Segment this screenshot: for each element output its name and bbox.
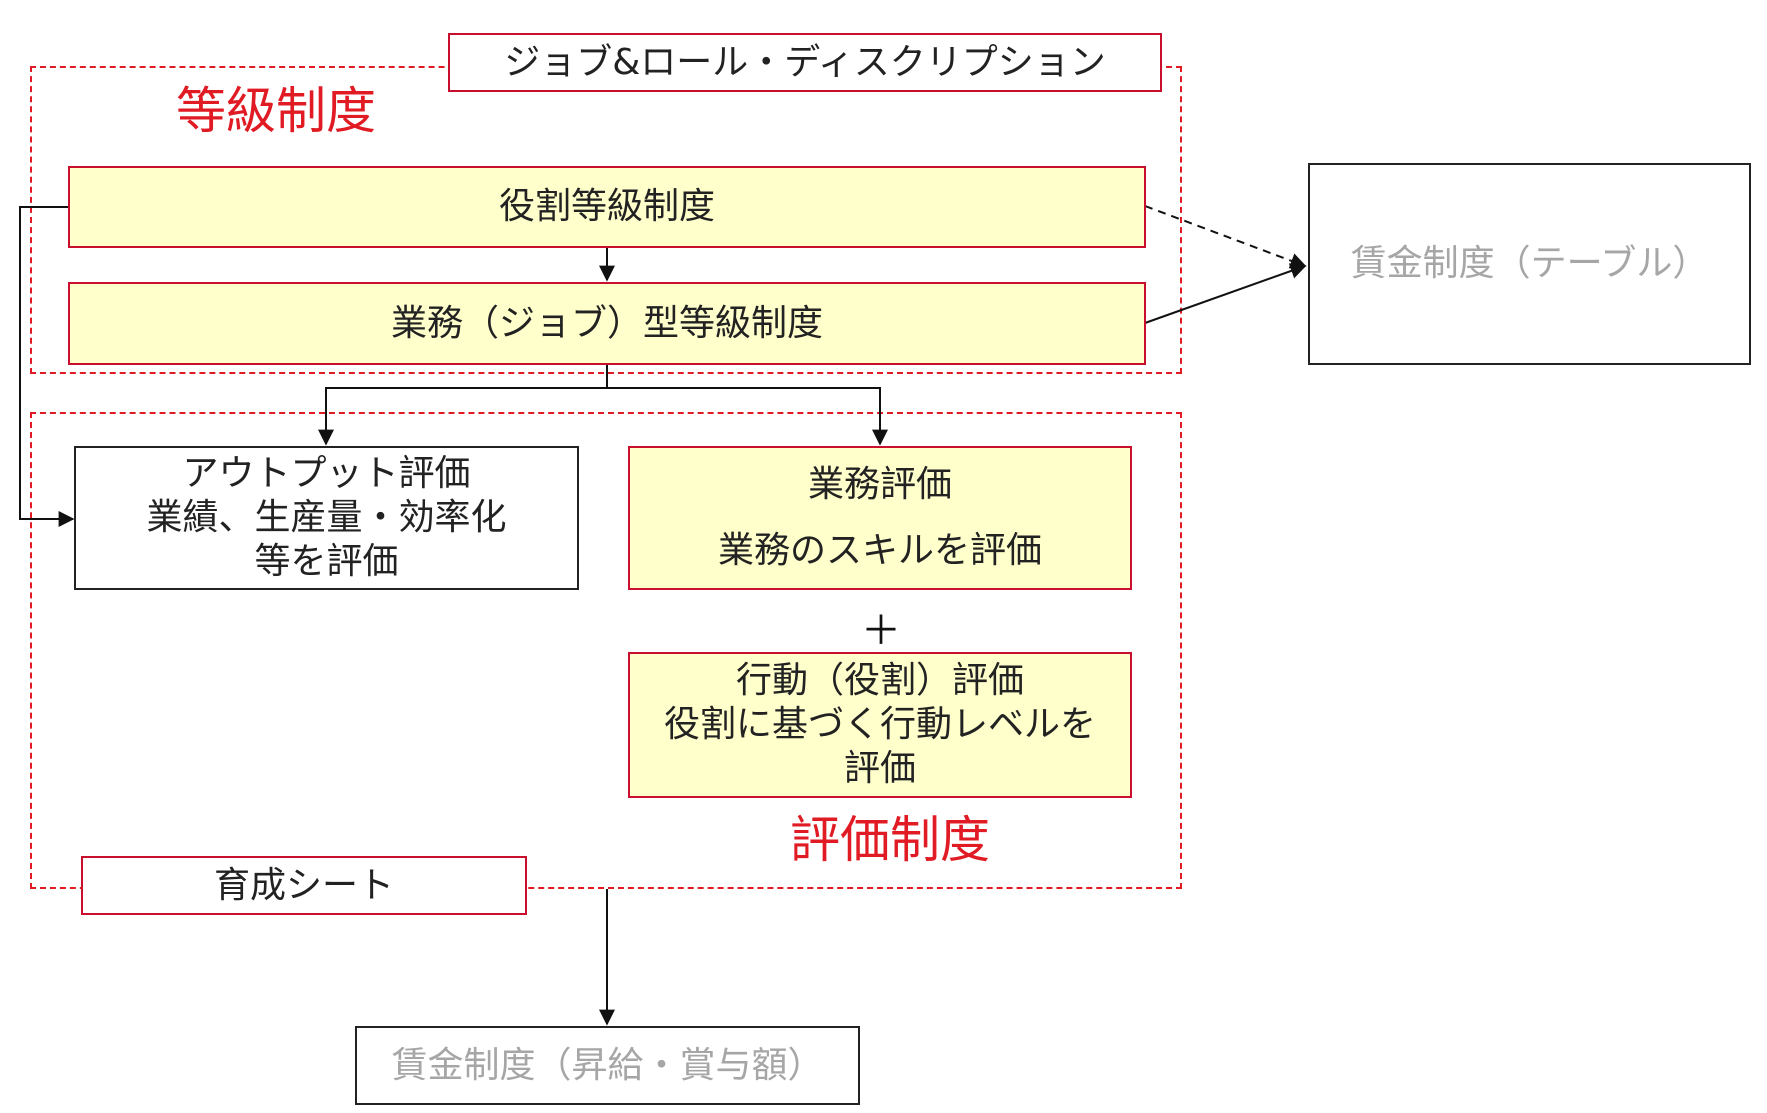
job-grade-system-label: 業務（ジョブ）型等級制度 bbox=[390, 302, 823, 344]
role-grade-system-label: 役割等級制度 bbox=[498, 186, 715, 228]
evaluation-system-title: 評価制度 bbox=[790, 811, 990, 869]
job-grade-system-box: 業務（ジョブ）型等級制度 bbox=[68, 282, 1146, 365]
job-evaluation-box: 業務評価 業務のスキルを評価 bbox=[628, 446, 1132, 590]
behavior-evaluation-line3: 評価 bbox=[843, 747, 916, 789]
behavior-evaluation-box: 行動（役割）評価 役割に基づく行動レベルを 評価 bbox=[628, 652, 1132, 798]
development-sheet-label: 育成シート bbox=[213, 864, 394, 906]
development-sheet-box: 育成シート bbox=[81, 856, 527, 915]
wage-pay-label: 賃金制度（昇給・賞与額） bbox=[391, 1044, 824, 1086]
behavior-evaluation-line1: 行動（役割）評価 bbox=[735, 660, 1024, 702]
job-role-description-label: ジョブ&ロール・ディスクリプション bbox=[504, 41, 1106, 83]
plus-sign: ＋ bbox=[861, 608, 901, 654]
arrow-job-grade-to-wage-table bbox=[1144, 263, 1307, 324]
job-evaluation-line2: 業務のスキルを評価 bbox=[717, 530, 1042, 571]
output-evaluation-line2: 業績、生産量・効率化 bbox=[146, 497, 507, 539]
wage-table-box: 賃金制度（テーブル） bbox=[1308, 163, 1751, 365]
output-evaluation-line1: アウトプット評価 bbox=[182, 453, 471, 495]
job-role-description-box: ジョブ&ロール・ディスクリプション bbox=[448, 33, 1162, 92]
evaluation-system-frame bbox=[30, 412, 1182, 889]
behavior-evaluation-line2: 役割に基づく行動レベルを bbox=[663, 704, 1096, 746]
grade-system-title: 等級制度 bbox=[176, 82, 376, 140]
role-grade-system-box: 役割等級制度 bbox=[68, 166, 1146, 248]
wage-table-label: 賃金制度（テーブル） bbox=[1350, 243, 1709, 285]
wage-pay-box: 賃金制度（昇給・賞与額） bbox=[355, 1026, 860, 1105]
arrow-role-grade-to-wage-table bbox=[1144, 205, 1307, 269]
output-evaluation-box: アウトプット評価 業績、生産量・効率化 等を評価 bbox=[74, 446, 579, 590]
arrow-job-grade-to-output-eval bbox=[318, 365, 608, 446]
output-evaluation-line3: 等を評価 bbox=[254, 540, 399, 582]
arrow-job-grade-to-job-eval bbox=[607, 387, 888, 446]
arrow-role-grade-to-output-eval bbox=[19, 206, 75, 527]
job-evaluation-line1: 業務評価 bbox=[807, 464, 952, 506]
